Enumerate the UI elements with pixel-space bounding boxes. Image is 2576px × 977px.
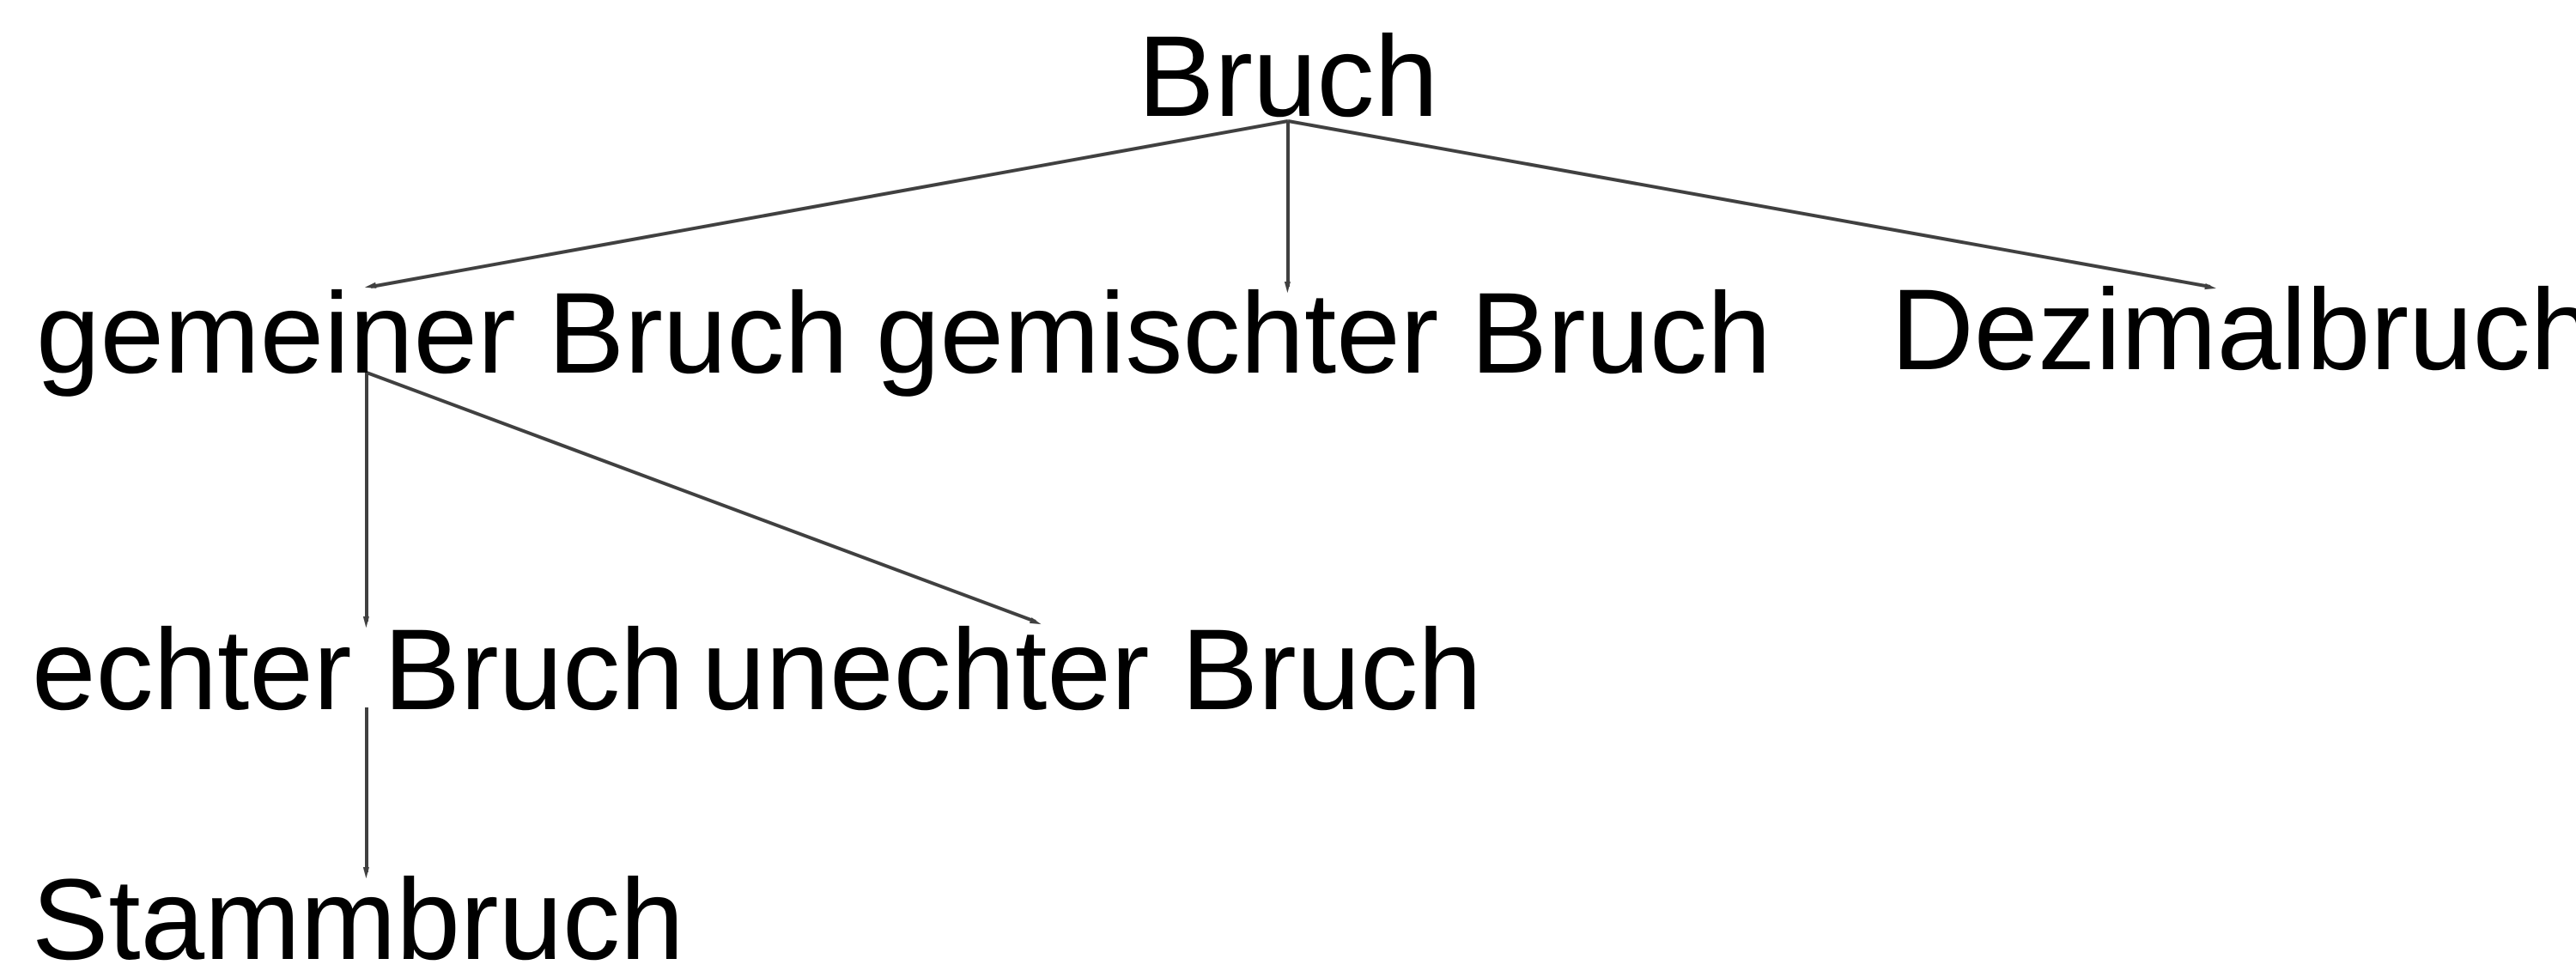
edge-bruch-to-gemeiner-bruch xyxy=(364,119,1289,288)
node-echter-bruch: echter Bruch xyxy=(32,606,684,734)
node-bruch: Bruch xyxy=(1138,13,1438,141)
edge-gemeiner-bruch-to-unechter-bruch xyxy=(366,371,1042,625)
edge-bruch-to-dezimalbruch xyxy=(1287,119,2216,290)
node-unechter-bruch: unechter Bruch xyxy=(702,606,1482,734)
node-stammbruch: Stammbruch xyxy=(32,856,684,977)
nodes: Bruch gemeiner Bruch gemischter Bruch De… xyxy=(32,13,2576,977)
edges xyxy=(362,119,2216,879)
node-gemeiner-bruch: gemeiner Bruch xyxy=(36,270,848,397)
node-gemischter-bruch: gemischter Bruch xyxy=(876,270,1771,397)
node-dezimalbruch: Dezimalbruch xyxy=(1891,266,2576,394)
